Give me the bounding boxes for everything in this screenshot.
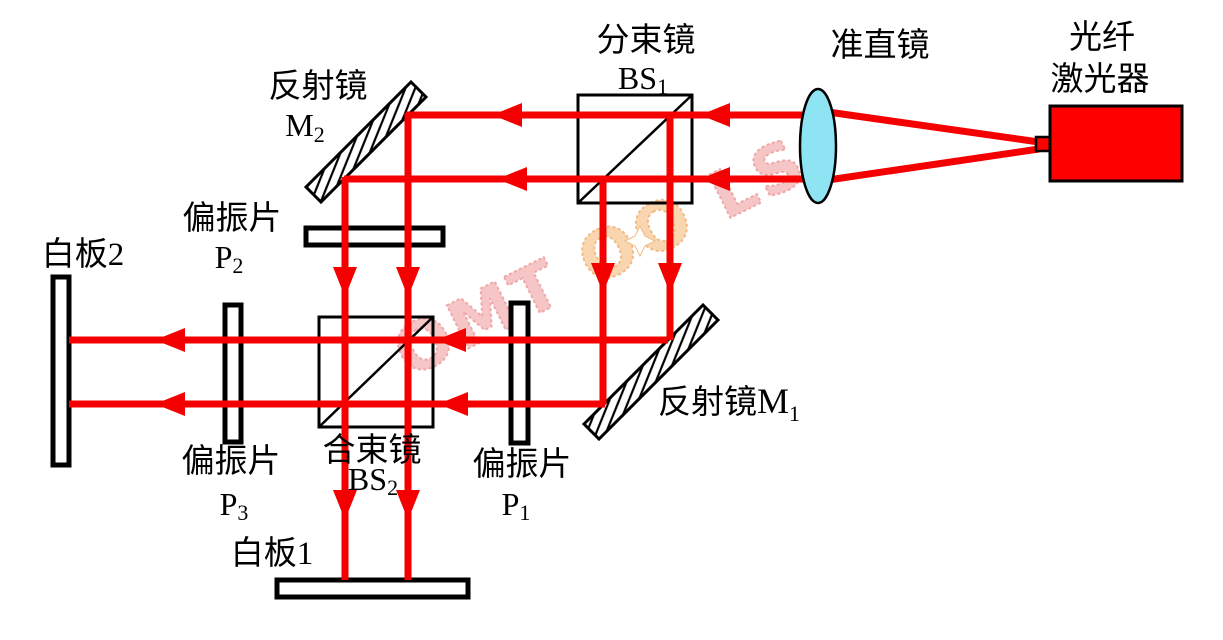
- arrow-left-icon: [700, 103, 730, 127]
- arrow-down-icon: [396, 490, 420, 520]
- mirror-m2: [303, 79, 429, 205]
- label-bs1-cn: 分束镜: [597, 22, 696, 59]
- laser-beams: [69, 108, 1040, 580]
- label-p3-code: P3: [220, 486, 249, 525]
- whiteboard-2: [50, 274, 72, 468]
- arrow-down-icon: [333, 490, 357, 520]
- arrow-left-icon: [492, 103, 522, 127]
- label-collimator: 准直镜: [831, 27, 930, 64]
- beam-combiner-bs2: [317, 315, 435, 429]
- label-bs2-cn: 合束镜: [323, 432, 422, 469]
- fiber-laser: [1034, 104, 1184, 183]
- polarizer-p1: [508, 300, 531, 446]
- label-bs1-code: BS1: [618, 60, 668, 99]
- label-laser-line1: 光纤: [1069, 19, 1135, 56]
- beam-laser-to-lens-bottom: [827, 145, 1040, 184]
- arrow-down-icon: [333, 267, 357, 297]
- label-p1-code: P1: [502, 486, 531, 525]
- label-p1-cn: 偏振片: [473, 446, 572, 483]
- arrow-down-icon: [591, 263, 615, 293]
- mirror-m1: [581, 302, 721, 442]
- label-laser-line2: 激光器: [1051, 61, 1150, 98]
- collimating-lens: [798, 87, 838, 205]
- beam-arrows: [155, 103, 730, 520]
- arrow-left-icon: [155, 328, 185, 352]
- arrow-left-icon: [700, 167, 730, 191]
- bs2-diagonal: [318, 316, 434, 428]
- beam-laser-to-lens-top: [827, 108, 1040, 146]
- label-m2-cn: 反射镜: [269, 68, 368, 105]
- label-m1: 反射镜M1: [658, 381, 800, 426]
- label-board2: 白板2: [42, 236, 125, 273]
- fiber-laser-body: [1048, 104, 1184, 183]
- polarizer-p3: [222, 302, 244, 445]
- label-bs2-code: BS2: [348, 461, 398, 500]
- arrow-left-icon: [155, 392, 185, 416]
- arrow-down-icon: [658, 263, 682, 293]
- arrow-left-icon: [438, 392, 468, 416]
- polarizer-p2: [303, 225, 446, 248]
- label-p2-code: P2: [215, 239, 244, 278]
- label-p2-cn: 偏振片: [183, 200, 282, 237]
- watermark-star-icon: [623, 224, 657, 258]
- arrow-left-icon: [436, 328, 466, 352]
- label-p3-cn: 偏振片: [182, 443, 281, 480]
- label-board1: 白板1: [231, 535, 314, 572]
- whiteboard-1: [274, 577, 471, 600]
- label-m2-code: M2: [285, 107, 324, 147]
- arrow-left-icon: [497, 167, 527, 191]
- arrow-down-icon: [396, 267, 420, 297]
